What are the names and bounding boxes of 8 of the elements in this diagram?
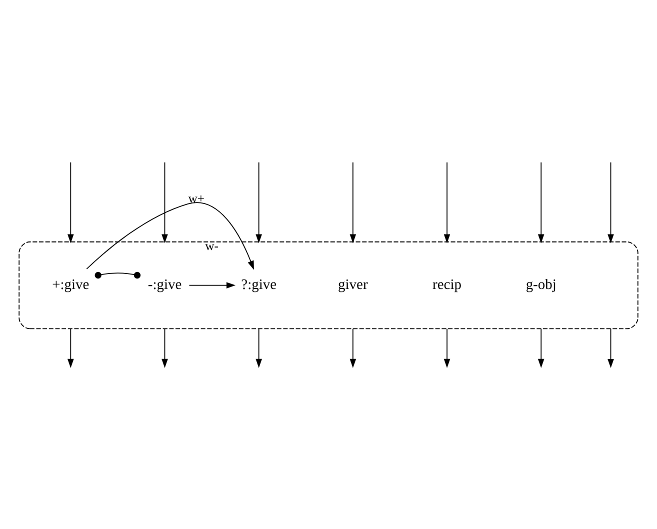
- node-text: g-obj: [526, 276, 556, 293]
- node-text: +:give: [52, 276, 90, 293]
- node-text: -:give: [148, 276, 182, 293]
- node-text: ?:give: [241, 276, 277, 293]
- node-text: recip: [432, 276, 462, 293]
- edge-label: w+: [188, 191, 205, 206]
- node-text: giver: [338, 276, 368, 293]
- edge-label: w-: [205, 239, 218, 254]
